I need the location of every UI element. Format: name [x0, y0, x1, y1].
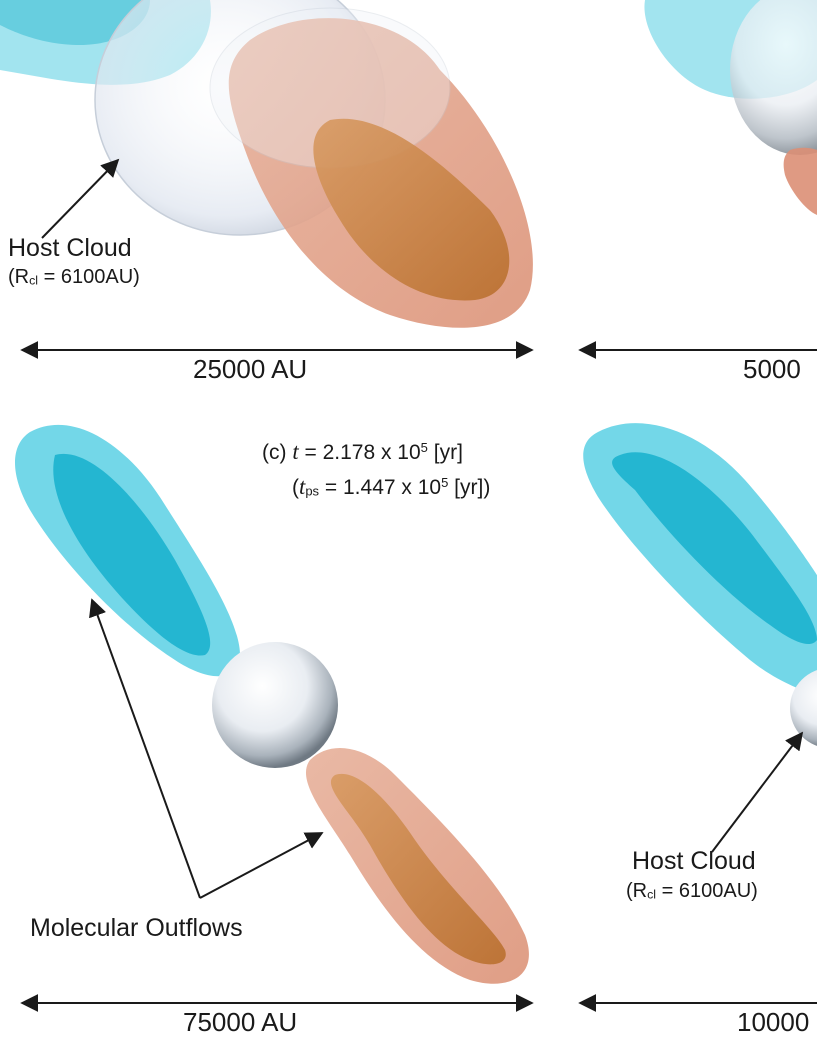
panel-d-radius-open: (R	[626, 880, 648, 902]
panel-a-radius-sub: cl	[29, 273, 39, 288]
panel-c-tps-value: = 1.447 x 10	[319, 476, 442, 499]
panel-d-host-radius: (Rcl = 6100AU)	[626, 880, 758, 902]
panel-c	[15, 424, 534, 1012]
panel-b	[578, 0, 817, 359]
panel-c-host-sphere	[212, 642, 338, 768]
panel-c-tps-open: (	[292, 476, 299, 499]
panel-a-radius-rest: = 6100AU)	[38, 266, 140, 288]
panel-c-time-symbol: t	[292, 439, 299, 464]
panel-a-radius-open: (R	[8, 266, 30, 288]
panel-c-time: (c) t = 2.178 x 105 [yr]	[262, 439, 463, 465]
panel-c-time-exp: 5	[420, 439, 428, 455]
panel-d-radius-sub: cl	[647, 887, 657, 902]
panel-c-time-value: = 2.178 x 10	[298, 441, 421, 464]
panel-d-host-sphere	[790, 670, 817, 746]
panel-c-tps-symbol: t	[299, 474, 306, 499]
panel-c-time-unit: [yr]	[427, 441, 463, 464]
panel-c-time-prefix: (c)	[262, 441, 293, 464]
panel-b-scale-label: 5000	[743, 354, 801, 384]
panel-c-protostar-time: (tps = 1.447 x 105 [yr])	[292, 474, 491, 500]
panel-d-scale-label: 10000	[737, 1007, 810, 1037]
panel-d-host-cloud-label: Host Cloud	[632, 847, 756, 875]
panel-d	[578, 423, 817, 1012]
panel-a-host-arrow	[41, 158, 120, 239]
panel-b-red-outflow	[783, 147, 817, 215]
panel-c-outflow-arrow-up	[89, 598, 201, 899]
panel-a-orange-core	[313, 118, 510, 301]
panel-d-host-arrow	[711, 731, 804, 853]
panel-c-tps-exp: 5	[441, 474, 449, 490]
panel-a	[0, 0, 534, 359]
panel-c-outflow-label: Molecular Outflows	[30, 914, 243, 942]
panel-c-outflow-arrow-down	[199, 832, 324, 899]
panel-c-orange-core	[330, 773, 506, 965]
panel-c-tps-sub: ps	[305, 483, 320, 499]
panel-b-host-cloud	[730, 0, 817, 155]
panel-a-scale-label: 25000 AU	[193, 354, 308, 384]
panel-c-tps-unit: [yr])	[448, 476, 491, 499]
panel-c-scale-label: 75000 AU	[183, 1007, 298, 1037]
panel-a-host-cloud-label: Host Cloud	[8, 234, 132, 262]
panel-a-host-radius: (Rcl = 6100AU)	[8, 266, 140, 288]
panel-d-radius-rest: = 6100AU)	[656, 880, 758, 902]
